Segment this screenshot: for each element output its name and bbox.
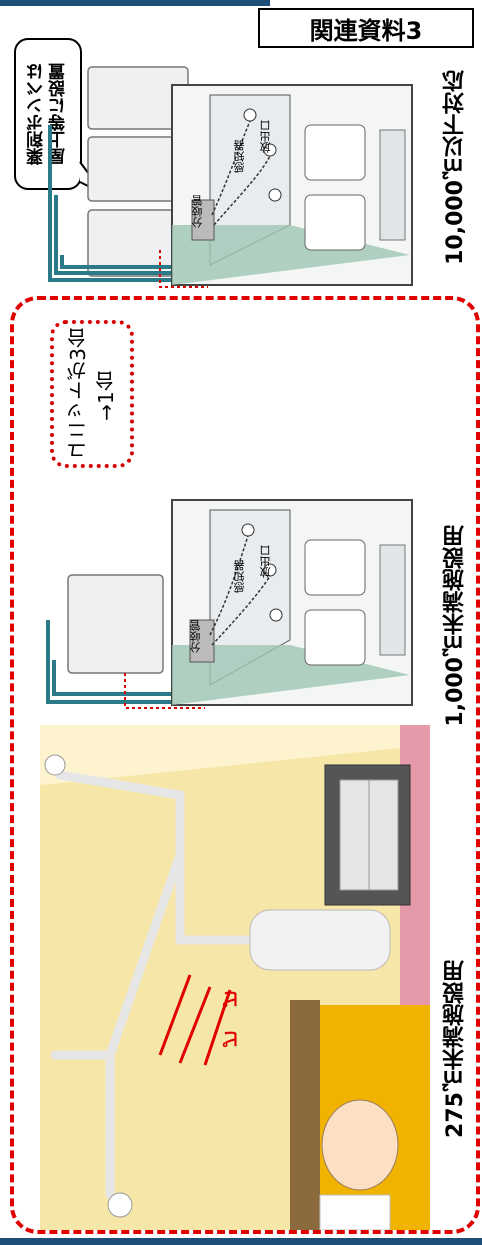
- room-cutaway: [171, 84, 413, 286]
- tag-nozzle-medium: 放出口: [259, 545, 272, 578]
- unit-note-line-2: →1台: [94, 370, 118, 421]
- sensor-head-icon: [44, 754, 66, 776]
- bottom-accent-bar: [0, 1238, 482, 1245]
- reference-material-label: 関連資料3: [258, 8, 474, 48]
- wardrobe: [324, 764, 411, 906]
- agent-cylinder-small: [249, 909, 391, 971]
- label-small-facility: 275㎡未満施設用: [443, 960, 468, 1138]
- highlight-boundary: [10, 296, 480, 1234]
- label-large-facility: 10,000㎡以下対応: [443, 70, 468, 265]
- unit-reduction-note: ユニットが3台 →1台: [50, 320, 134, 468]
- agent-cylinder-units: [87, 66, 207, 277]
- label-medium-facility: 1,000㎡未満施設用: [443, 525, 468, 727]
- unit-note-line-1: ユニットが3台: [66, 327, 90, 461]
- bed: [290, 1000, 430, 1230]
- tag-distribution-pipe-medium: 分岐管: [189, 620, 202, 653]
- small-system-illustration: [40, 725, 430, 1230]
- small-pipes: [50, 770, 255, 1200]
- supply-pipes: [48, 125, 205, 282]
- agent-cylinder-unit: [67, 574, 164, 674]
- medium-system-illustration: [46, 499, 413, 709]
- alarm-text-a: ピ: [222, 990, 243, 1008]
- tag-sensor-large: 感知器: [233, 140, 246, 173]
- large-system-illustration: [48, 66, 413, 288]
- supply-pipe: [46, 620, 205, 704]
- top-accent-bar: [0, 0, 270, 6]
- room-cutaway: [171, 499, 413, 706]
- nozzle-head-icon: [107, 1192, 133, 1218]
- unit-note-text: ユニットが3台 →1台: [64, 328, 120, 461]
- tag-nozzle-large: 放出口: [259, 120, 272, 153]
- tag-sensor-medium: 感知器: [233, 560, 246, 593]
- alarm-text-b: ピ: [222, 1030, 243, 1048]
- tag-distribution-pipe-large: 分岐管: [191, 195, 204, 228]
- alarm-rays: [158, 974, 232, 1066]
